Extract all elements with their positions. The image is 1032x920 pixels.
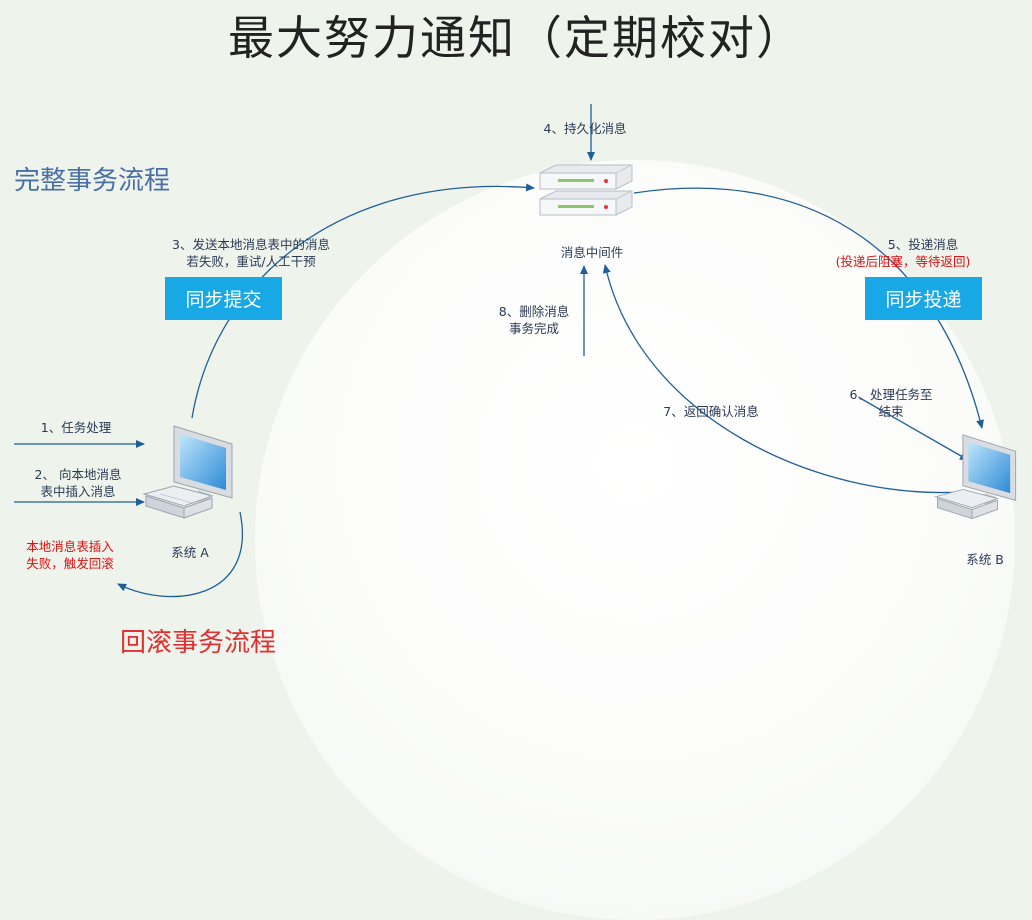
middleware-label: 消息中间件 [560,245,624,260]
step7-label: 7、返回确认消息 [663,404,759,419]
step4-label: 4、持久化消息 [543,121,627,136]
sync-submit-box: 同步提交 [165,277,282,320]
computer-icon-system-a [142,425,233,519]
step3-label-line1: 3、发送本地消息表中的消息 [172,237,330,252]
system-b-label: 系统 B [966,552,1004,567]
arrow-step5 [633,187,984,429]
flow-arrows [14,104,984,598]
arrow-step7 [602,264,963,494]
arrow-step3 [191,183,535,419]
step6-label-line1: 6、处理任务至 [849,387,933,402]
system-a-label: 系统 A [171,545,209,560]
step1-label: 1、任务处理 [40,420,112,435]
rollback-trigger-line2: 失败，触发回滚 [26,556,114,571]
rollback-trigger-line1: 本地消息表插入 [26,539,114,554]
section-full-transaction: 完整事务流程 [14,166,171,196]
computer-icon-system-b [933,434,1017,520]
step8-label-line2: 事务完成 [508,321,559,336]
step5-label-line2: (投递后阻塞，等待返回) [835,254,971,269]
step6-label-line2: 结束 [878,404,904,419]
step2-label-line2: 表中插入消息 [40,484,116,499]
arrow-step6 [859,397,969,461]
step2-label-line1: 2、 向本地消息 [34,467,122,482]
section-rollback-transaction: 回滚事务流程 [120,628,277,658]
step3-label-line2: 若失败，重试/人工干预 [186,254,316,269]
page-title: 最大努力通知（定期校对） [228,11,804,65]
server-icon [539,164,633,216]
sync-deliver-box: 同步投递 [865,277,982,320]
step5-label-line1: 5、投递消息 [887,237,959,252]
arrow-rollback [117,511,243,598]
step8-label-line1: 8、删除消息 [498,304,570,319]
